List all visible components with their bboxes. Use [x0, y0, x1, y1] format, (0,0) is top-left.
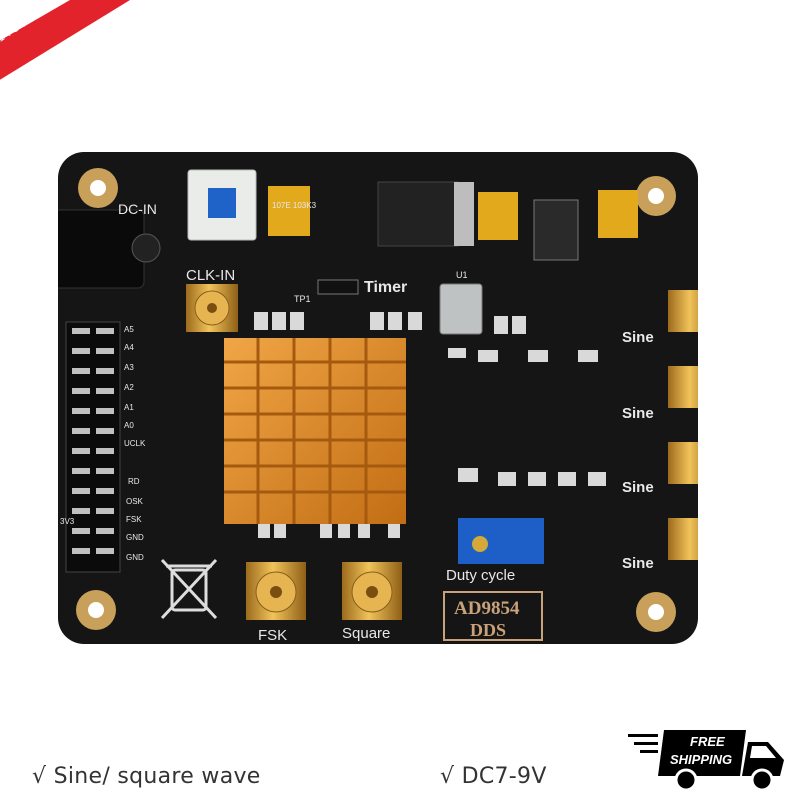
svg-text:U1: U1 [456, 270, 468, 280]
label-chip-name: AD9854 [454, 598, 520, 619]
sine-labels: Sine Sine Sine Sine [622, 329, 654, 572]
free-shipping-badge: FREE SHIPPING [628, 728, 788, 796]
label-chip-sub: DDS [470, 620, 506, 640]
svg-text:Sine: Sine [622, 405, 654, 422]
weee-bin-icon [160, 558, 218, 620]
label-dc-in: DC-IN [118, 201, 157, 217]
svg-text:A2: A2 [124, 383, 134, 392]
mounting-hole-icon [76, 168, 676, 632]
dds-board: DC-IN 107E 103K3 CLK-IN Timer TP1 U1 [23, 152, 774, 644]
feature-dc-voltage: √ DC7-9V [440, 764, 547, 789]
tantalum-capacitor-icon: 107E 103K3 [268, 186, 638, 240]
crystal-oscillator [439, 283, 483, 335]
new-badge: New [0, 0, 150, 92]
pin-labels: A5 A4 A3 A2 A1 A0 UCLK RD OSK FSK 3V3 GN… [60, 325, 146, 562]
potentiometer-icon [458, 518, 544, 564]
svg-text:RD: RD [128, 477, 140, 486]
svg-text:107E 103K3: 107E 103K3 [272, 201, 317, 210]
svg-text:A3: A3 [124, 363, 134, 372]
feature-sine-square: √ Sine/ square wave [32, 764, 261, 789]
push-button-icon [187, 169, 257, 241]
smd-components [254, 312, 606, 538]
svg-text:TP1: TP1 [294, 294, 311, 304]
svg-text:Sine: Sine [622, 329, 654, 346]
truck-icon [628, 730, 784, 792]
label-duty-cycle: Duty cycle [446, 567, 515, 584]
label-fsk: FSK [258, 627, 287, 644]
svg-text:UCLK: UCLK [124, 439, 146, 448]
label-square: Square [342, 625, 390, 642]
svg-text:GND: GND [126, 533, 144, 542]
regulator-chip [377, 181, 459, 247]
sma-connector-icon [186, 284, 238, 332]
shipping-line2: SHIPPING [670, 752, 732, 767]
svg-text:FSK: FSK [126, 515, 142, 524]
svg-text:A0: A0 [124, 421, 134, 430]
svg-text:3V3: 3V3 [60, 517, 75, 526]
svg-text:A4: A4 [124, 343, 134, 352]
inductor-chip [533, 199, 579, 261]
chip-label-box [443, 591, 543, 641]
new-badge-shape [0, 0, 130, 80]
svg-text:A1: A1 [124, 403, 134, 412]
label-clk-in: CLK-IN [186, 267, 235, 284]
svg-text:Sine: Sine [622, 479, 654, 496]
svg-text:Sine: Sine [622, 555, 654, 572]
heatsink-icon [224, 338, 406, 524]
sma-connector-icon [246, 562, 402, 620]
label-timer: Timer [364, 279, 407, 296]
shipping-line1: FREE [690, 734, 725, 749]
svg-text:OSK: OSK [126, 497, 144, 506]
svg-text:GND: GND [126, 553, 144, 562]
svg-text:A5: A5 [124, 325, 134, 334]
pin-header-icon [65, 321, 121, 573]
